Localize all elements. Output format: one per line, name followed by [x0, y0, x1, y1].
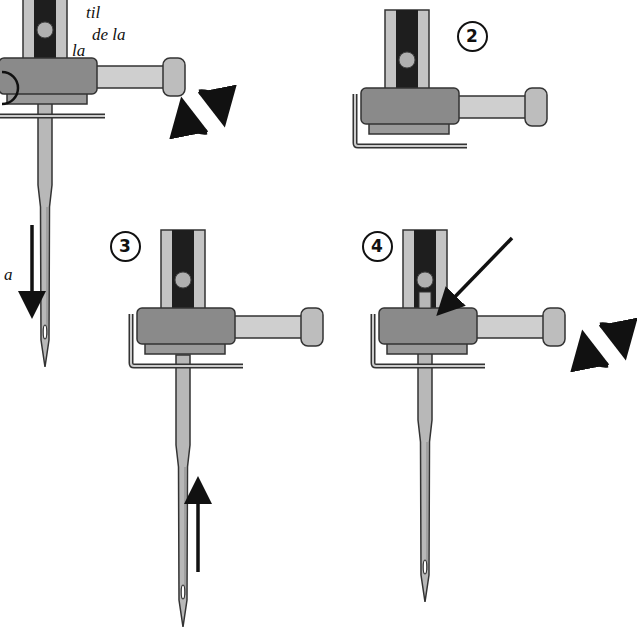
caption-fragment: la	[72, 42, 85, 59]
step-number-circle: 3	[110, 231, 141, 262]
caption-fragment: a	[4, 266, 13, 283]
step-number: 2	[466, 28, 478, 45]
caption-fragment: de la	[92, 26, 126, 43]
caption-fragment: til	[86, 4, 100, 21]
step-number-circle: 2	[457, 21, 488, 52]
step-number: 3	[119, 238, 131, 255]
step-number-circle: 4	[362, 231, 393, 262]
step-number: 4	[371, 238, 383, 255]
